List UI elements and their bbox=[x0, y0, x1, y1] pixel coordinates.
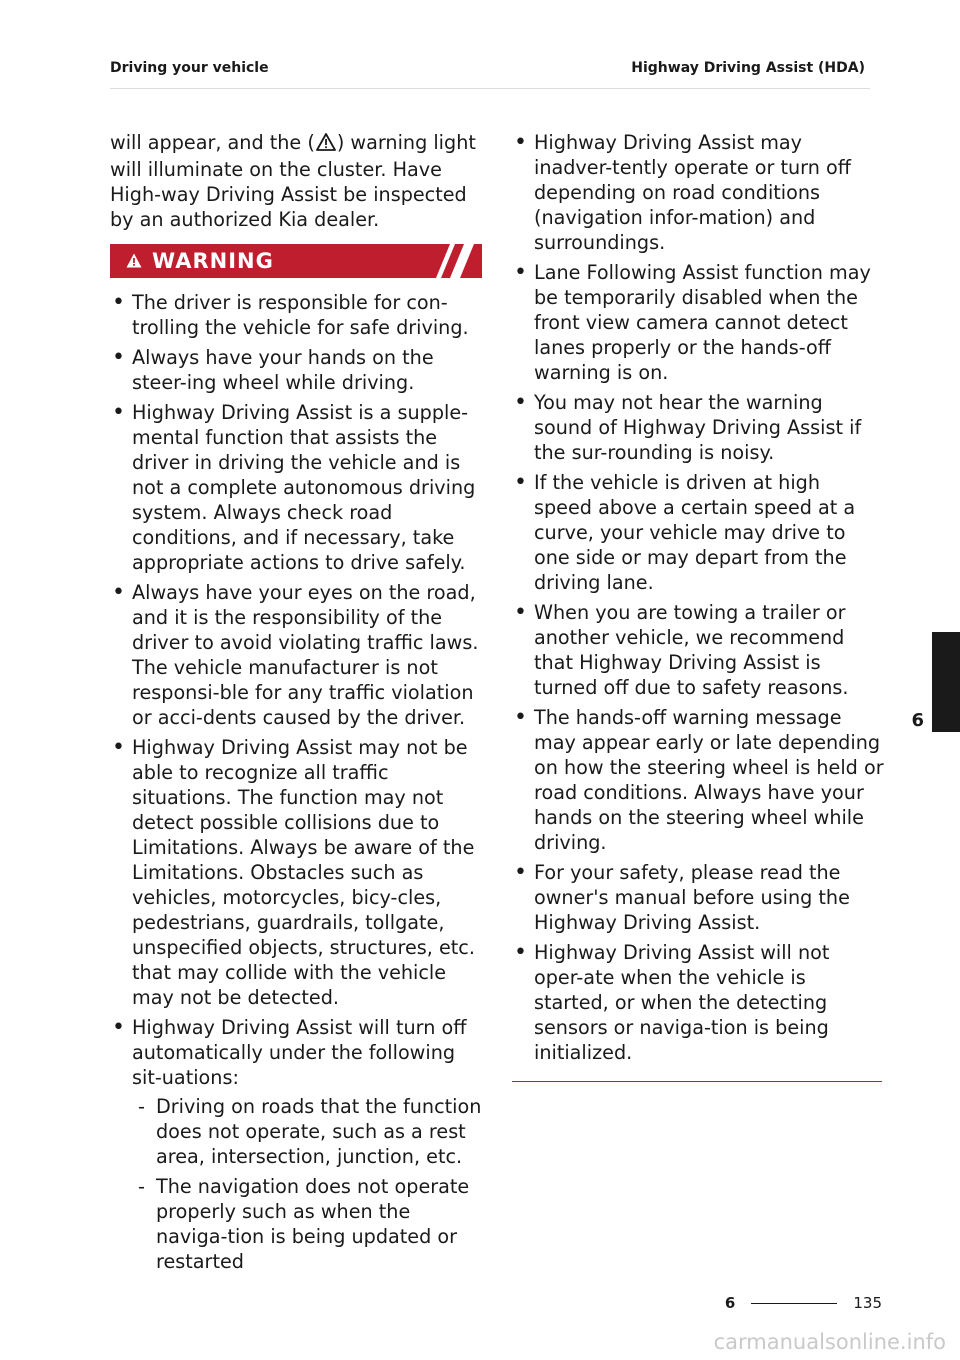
left-warning-list: The driver is responsible for con-trolli… bbox=[110, 290, 482, 1274]
sub-list-item: Driving on roads that the function does … bbox=[132, 1094, 482, 1169]
list-item: The hands-off warning message may appear… bbox=[512, 705, 884, 855]
footer-divider bbox=[751, 1302, 838, 1304]
chapter-side-tab bbox=[932, 632, 960, 732]
list-item: Always have your eyes on the road, and i… bbox=[110, 580, 482, 730]
chapter-side-number: 6 bbox=[911, 710, 924, 731]
warning-end-rule bbox=[512, 1081, 882, 1082]
left-column: will appear, and the () warning light wi… bbox=[110, 130, 482, 1279]
page-number: 135 bbox=[853, 1294, 882, 1312]
warning-banner: WARNING bbox=[110, 244, 482, 278]
list-item: Always have your hands on the steer-ing … bbox=[110, 345, 482, 395]
list-item: Highway Driving Assist may inadver-tentl… bbox=[512, 130, 884, 255]
warning-title: WARNING bbox=[152, 248, 274, 273]
list-item: Lane Following Assist function may be te… bbox=[512, 260, 884, 385]
list-item: For your safety, please read the owner's… bbox=[512, 860, 884, 935]
list-item-with-subitems: Highway Driving Assist will turn off aut… bbox=[110, 1015, 482, 1274]
list-item: Highway Driving Assist may not be able t… bbox=[110, 735, 482, 1010]
header-topic-title: Highway Driving Assist (HDA) bbox=[631, 60, 865, 76]
page-footer: 6 135 bbox=[725, 1294, 882, 1312]
right-column: Highway Driving Assist may inadver-tentl… bbox=[512, 130, 884, 1082]
warning-triangle-icon bbox=[315, 132, 336, 157]
list-item-text: Highway Driving Assist will turn off aut… bbox=[132, 1016, 467, 1089]
list-item: If the vehicle is driven at high speed a… bbox=[512, 470, 884, 595]
right-warning-list: Highway Driving Assist may inadver-tentl… bbox=[512, 130, 884, 1065]
sub-list-item: The navigation does not operate properly… bbox=[132, 1174, 482, 1274]
intro-text-before-icon: will appear, and the ( bbox=[110, 131, 315, 154]
list-item: The driver is responsible for con-trolli… bbox=[110, 290, 482, 340]
list-item: You may not hear the warning sound of Hi… bbox=[512, 390, 884, 465]
warning-banner-icon bbox=[126, 249, 142, 274]
header-section-title: Driving your vehicle bbox=[110, 60, 269, 76]
sub-list: Driving on roads that the function does … bbox=[132, 1094, 482, 1274]
list-item: Highway Driving Assist is a supple-menta… bbox=[110, 400, 482, 575]
footer-chapter: 6 bbox=[724, 1294, 736, 1312]
header-divider bbox=[110, 88, 870, 89]
warning-banner-stripes bbox=[436, 244, 474, 278]
list-item: Highway Driving Assist will not oper-ate… bbox=[512, 940, 884, 1065]
intro-paragraph: will appear, and the () warning light wi… bbox=[110, 130, 482, 232]
list-item: When you are towing a trailer or another… bbox=[512, 600, 884, 700]
intro-text-after-icon: ) warning light will illuminate on the c… bbox=[110, 131, 476, 231]
watermark: carmanualsonline.info bbox=[713, 1330, 946, 1354]
